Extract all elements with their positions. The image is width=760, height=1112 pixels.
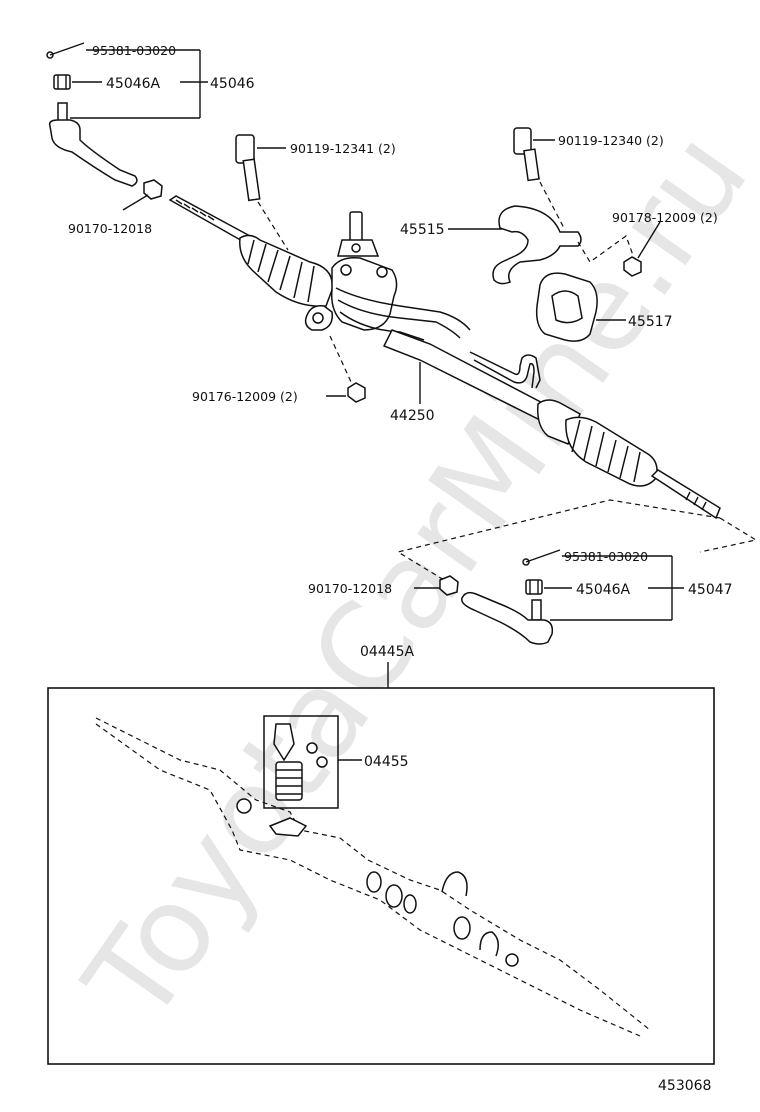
steering-rack-44250 [168, 195, 721, 520]
rack-kit-outline [95, 717, 651, 1037]
tie-rod-end-right [461, 591, 554, 645]
tie-rod-end-left [48, 102, 138, 187]
label-90119-12340: 90119-12340 (2) [558, 133, 664, 148]
cotter-pin-bottom [522, 549, 561, 566]
castle-nut-top [53, 74, 71, 90]
label-90178-12009-right: 90178-12009 (2) [612, 210, 718, 225]
nut-90170-top [143, 179, 163, 200]
nut-90170-bottom [439, 575, 459, 596]
bushing-45517 [535, 272, 598, 342]
label-45046A-bottom: 45046A [576, 582, 631, 598]
label-45515: 45515 [400, 222, 445, 238]
label-90176-12009: 90176-12009 (2) [192, 389, 298, 404]
bolt-90119-12340 [513, 127, 566, 231]
label-45047: 45047 [688, 582, 733, 598]
label-90170-12018-bottom: 90170-12018 [308, 581, 392, 596]
label-45046: 45046 [210, 76, 255, 92]
castle-nut-bottom [525, 579, 543, 595]
label-95381-03020-bottom: 95381-03020 [564, 549, 648, 564]
kit-box-04455 [263, 715, 339, 809]
label-44250: 44250 [390, 408, 435, 424]
kit-box-04445A [47, 687, 715, 1065]
label-45046A-top: 45046A [106, 76, 161, 92]
label-90119-12341: 90119-12341 (2) [290, 141, 396, 156]
valve-seal-kit [273, 723, 328, 801]
bracket-45515 [492, 205, 582, 285]
label-04455: 04455 [364, 754, 409, 770]
label-95381-03020-top: 95381-03020 [92, 43, 176, 58]
watermark: ToyotaCarMine.ru [59, 108, 760, 1047]
label-90170-12018-top: 90170-12018 [68, 221, 152, 236]
label-45517: 45517 [628, 314, 673, 330]
bolt-90119-12341 [235, 134, 289, 251]
nut-90176 [347, 382, 366, 403]
diagram-code: 453068 [658, 1078, 711, 1094]
cotter-pin-top [46, 42, 85, 59]
nut-90178-right [623, 256, 642, 277]
label-04445A: 04445A [360, 644, 415, 660]
